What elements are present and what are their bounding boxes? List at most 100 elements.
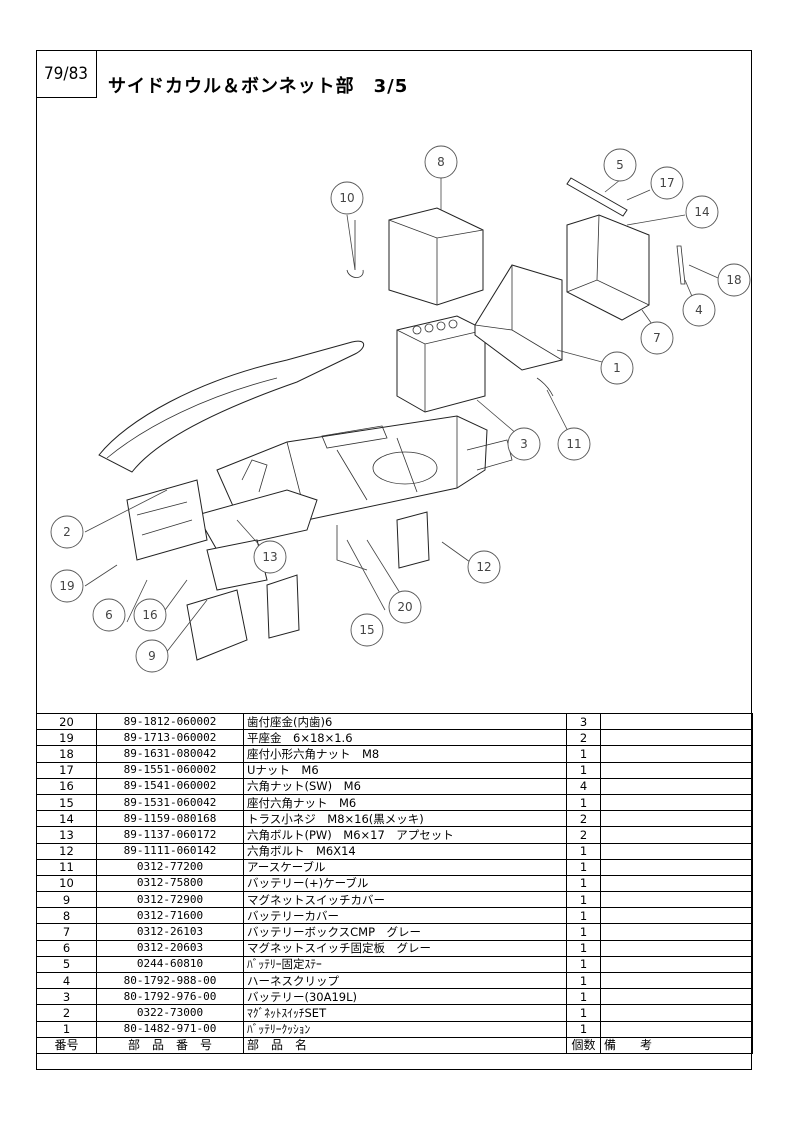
callout-label: 15: [359, 623, 374, 637]
quantity-cell: 4: [566, 777, 601, 795]
chassis-frame: [98, 340, 513, 661]
callout-18: 18: [717, 263, 751, 297]
remarks-cell: [600, 729, 753, 747]
quantity-cell: 1: [566, 891, 601, 909]
item-number-cell: 6: [36, 939, 97, 957]
item-number-cell: 13: [36, 826, 97, 844]
callout-16: 16: [133, 598, 167, 632]
item-number-cell: 20: [36, 712, 97, 731]
part-name-cell: バッテリーボックスCMP グレー: [243, 923, 567, 941]
callout-label: 8: [437, 155, 445, 169]
remarks-cell: [600, 923, 753, 941]
quantity-cell: 1: [566, 939, 601, 957]
callout-2: 2: [50, 515, 84, 549]
quantity-cell: 1: [566, 874, 601, 893]
callout-11: 11: [557, 427, 591, 461]
harness-clip: [676, 245, 686, 285]
part-number-cell: 0244-60810: [96, 955, 244, 974]
part-name-cell: 六角ナット(SW) M6: [243, 777, 567, 795]
part-number-cell: 89-1159-080168: [96, 810, 244, 828]
callout-5: 5: [603, 148, 637, 182]
part-number-cell: 89-1713-060002: [96, 729, 244, 747]
remarks-cell: [600, 1004, 753, 1022]
remarks-cell: [600, 793, 753, 812]
callout-label: 2: [63, 525, 71, 539]
callout-label: 18: [726, 273, 741, 287]
remarks-cell: [600, 761, 753, 779]
callout-7: 7: [640, 321, 674, 355]
table-header-row: 番号部 品 番 号部 品 名個数備 考: [36, 1036, 753, 1054]
quantity-cell: 1: [566, 793, 601, 812]
page-number: 79/83: [36, 50, 97, 98]
part-name-cell: 六角ボルト M6X14: [243, 842, 567, 860]
remarks-cell: [600, 1020, 753, 1038]
part-name-cell: ハーネスクリップ: [243, 971, 567, 990]
part-number-cell: 89-1111-060142: [96, 842, 244, 860]
callout-9: 9: [135, 639, 169, 673]
callout-label: 1: [613, 361, 621, 375]
remarks-cell: [600, 826, 753, 844]
item-number-cell: 1: [36, 1020, 97, 1038]
callout-label: 11: [566, 437, 581, 451]
part-name-cell: バッテリー(30A19L): [243, 988, 567, 1006]
battery-box: [566, 214, 650, 321]
header-part-name: 部 品 名: [243, 1036, 567, 1054]
quantity-cell: 1: [566, 955, 601, 974]
part-name-cell: バッテリー(+)ケーブル: [243, 874, 567, 893]
callout-label: 16: [142, 608, 157, 622]
callout-label: 20: [397, 600, 412, 614]
part-name-cell: 平座金 6×18×1.6: [243, 729, 567, 747]
part-number-cell: 0312-77200: [96, 858, 244, 876]
part-name-cell: バッテリーカバー: [243, 907, 567, 925]
header-part-number: 部 品 番 号: [96, 1036, 244, 1054]
remarks-cell: [600, 712, 753, 731]
part-number-cell: 0312-75800: [96, 874, 244, 893]
part-number-cell: 89-1531-060042: [96, 793, 244, 812]
quantity-cell: 3: [566, 712, 601, 731]
part-number-cell: 0322-73000: [96, 1004, 244, 1022]
part-name-cell: Uナット M6: [243, 761, 567, 779]
callout-6: 6: [92, 598, 126, 632]
callout-10: 10: [330, 181, 364, 215]
remarks-cell: [600, 810, 753, 828]
callout-label: 9: [148, 649, 156, 663]
header-quantity: 個数: [566, 1036, 601, 1054]
quantity-cell: 2: [566, 729, 601, 747]
item-number-cell: 16: [36, 777, 97, 795]
callout-13: 13: [253, 540, 287, 574]
quantity-cell: 1: [566, 971, 601, 990]
part-number-cell: 89-1137-060172: [96, 826, 244, 844]
leader-lines: [84, 175, 728, 659]
part-name-cell: ﾊﾞｯﾃﾘｰ固定ｽﾃｰ: [243, 955, 567, 974]
battery: [396, 315, 486, 413]
part-number-cell: 0312-26103: [96, 923, 244, 941]
quantity-cell: 1: [566, 988, 601, 1006]
callout-14: 14: [685, 195, 719, 229]
quantity-cell: 1: [566, 1004, 601, 1022]
remarks-cell: [600, 955, 753, 974]
item-number-cell: 12: [36, 842, 97, 860]
item-number-cell: 15: [36, 793, 97, 812]
remarks-cell: [600, 842, 753, 860]
page-title: サイドカウル＆ボンネット部 3/5: [108, 76, 409, 97]
callout-8: 8: [424, 145, 458, 179]
item-number-cell: 5: [36, 955, 97, 974]
part-name-cell: ﾏｸﾞﾈｯﾄｽｲｯﾁSET: [243, 1004, 567, 1022]
callout-label: 3: [520, 437, 528, 451]
callout-label: 13: [262, 550, 277, 564]
callout-label: 5: [616, 158, 624, 172]
